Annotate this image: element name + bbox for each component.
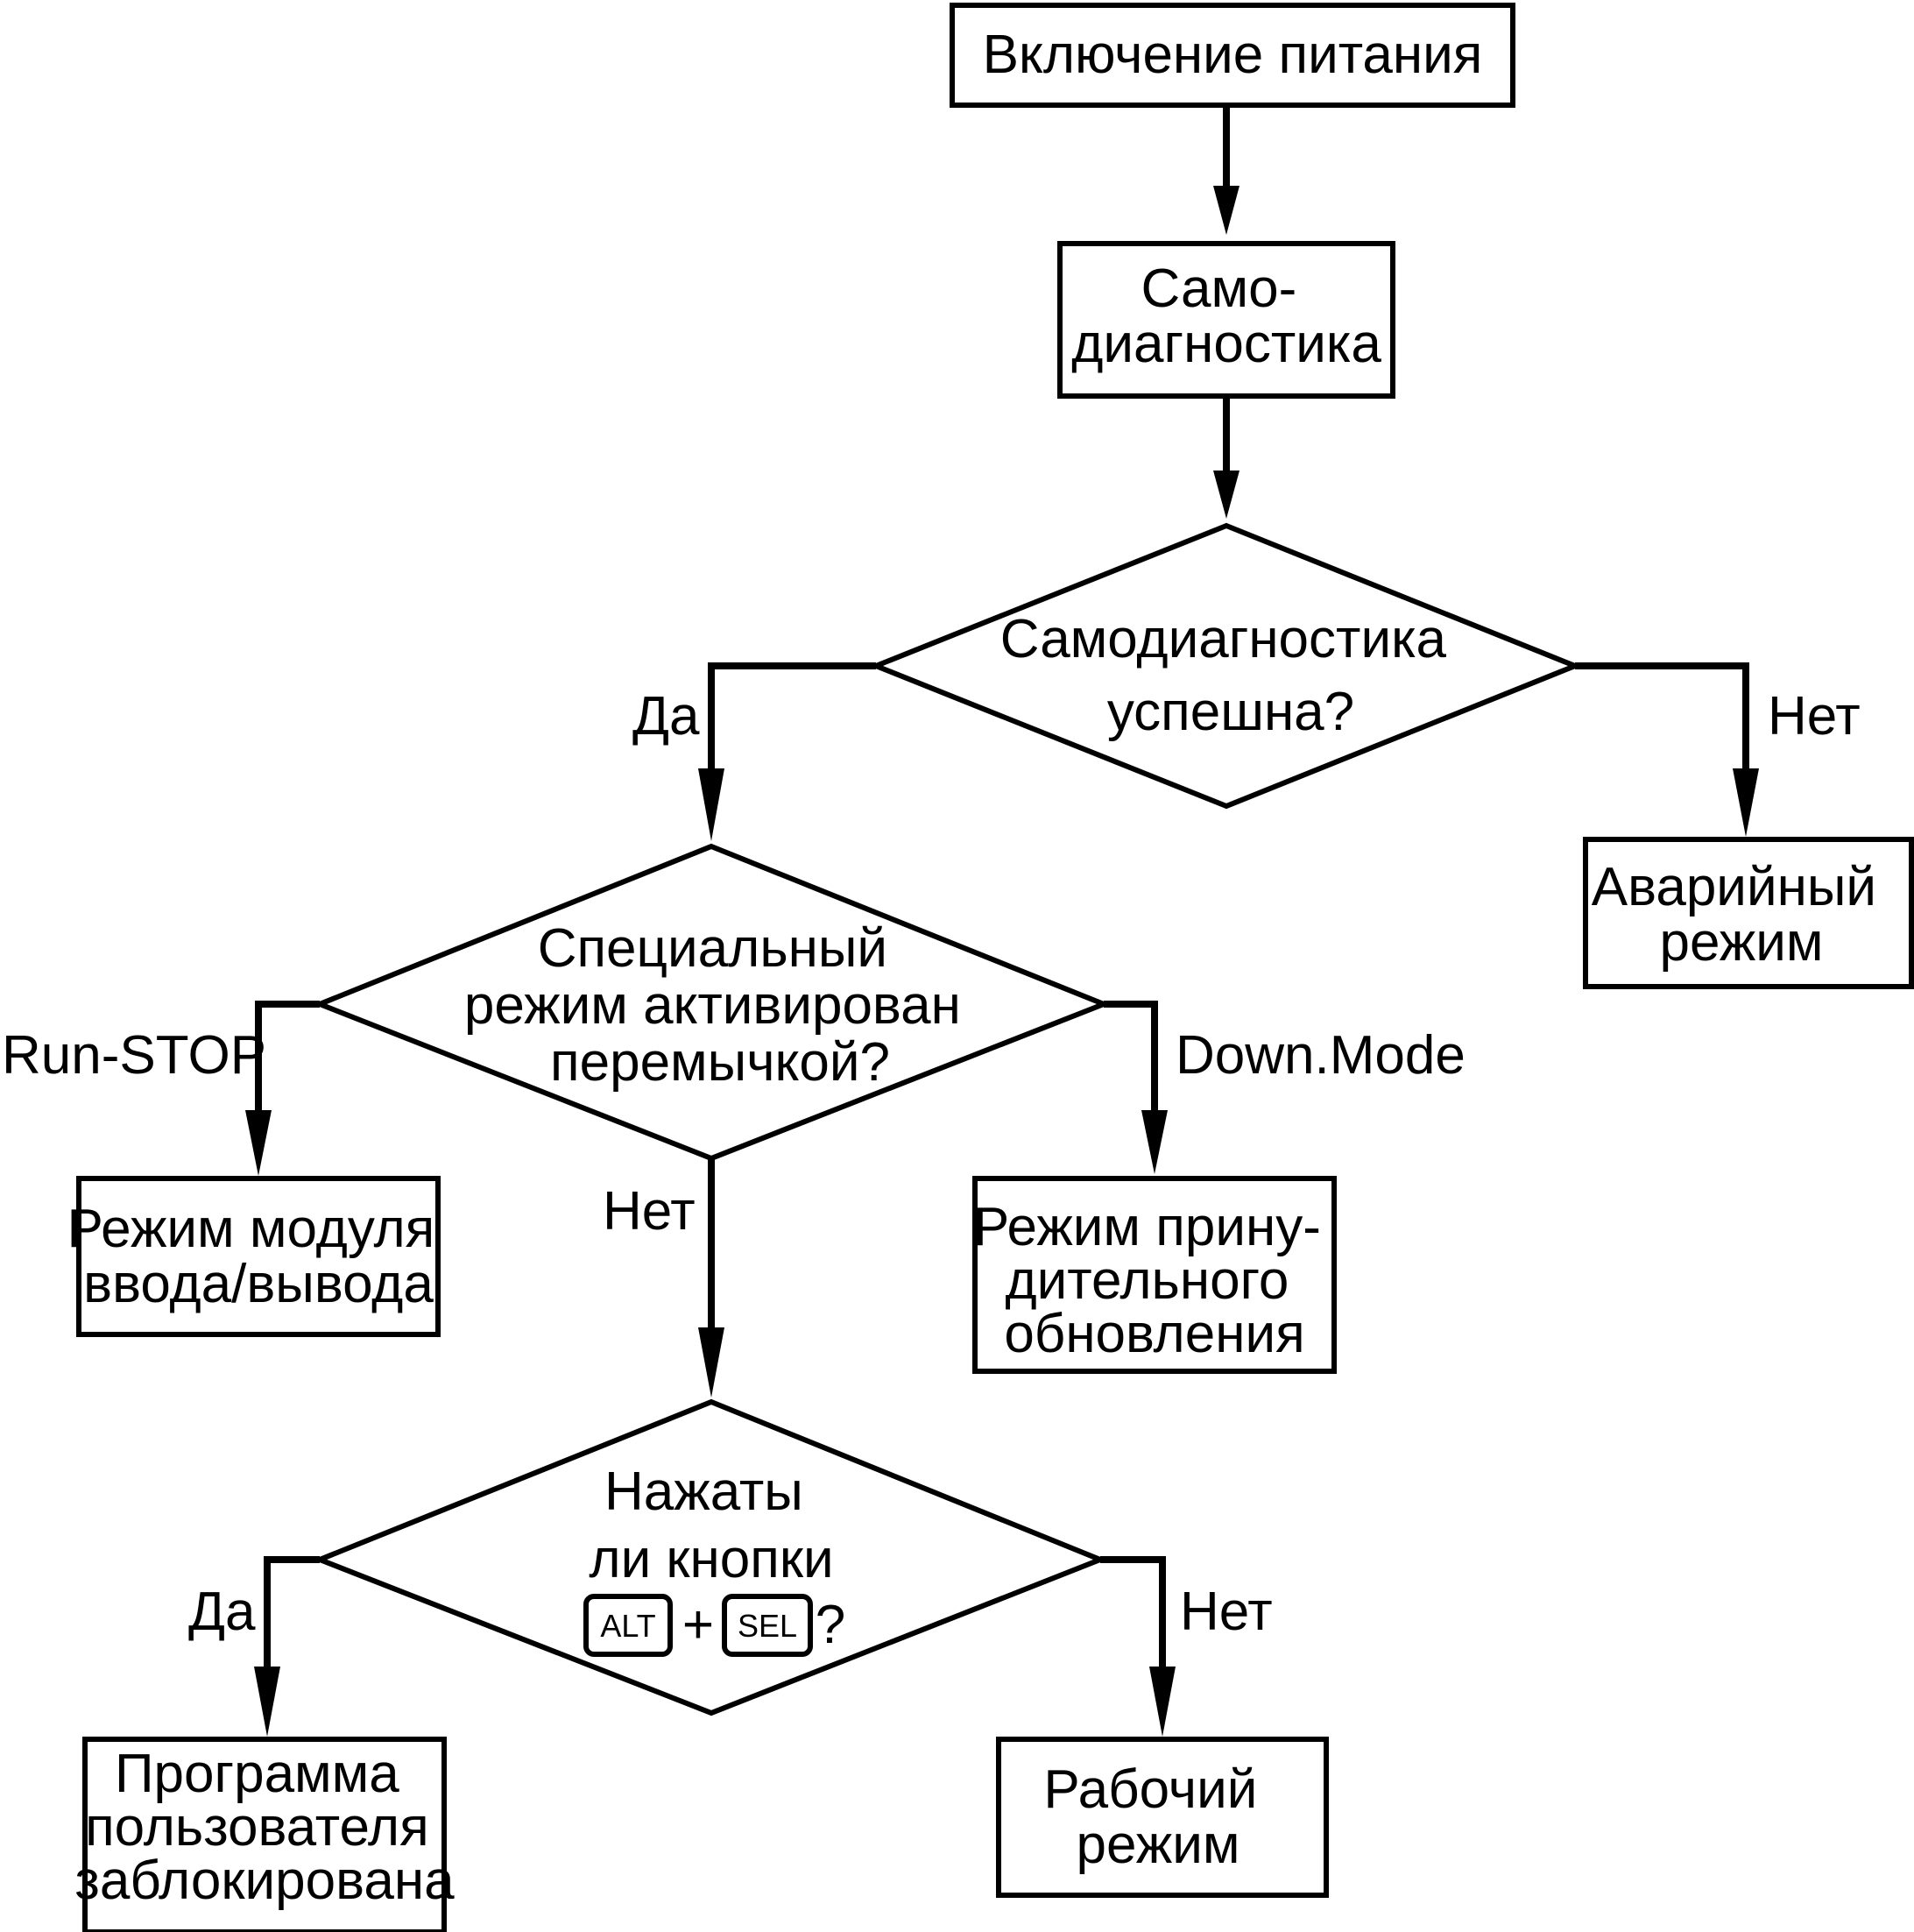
edge-label-yes: Да [632,686,700,747]
connectors [245,105,1759,1737]
edge-label-no: Нет [1768,686,1861,747]
arrow-yes-to-locked [264,1556,320,1669]
emergency-box [1583,837,1914,989]
edge-label-down-mode: Down.Mode [1176,1025,1466,1086]
arrowhead [254,1667,280,1737]
special-mode-decision [312,843,1112,1162]
arrowhead [1149,1667,1176,1737]
io-module-box [76,1176,441,1337]
arrowhead [698,1327,724,1398]
edge-label-keys-no: Нет [1180,1582,1273,1642]
arrow-yes-to-special [708,662,876,771]
arrowhead [698,768,724,841]
arrowhead [245,1110,272,1176]
arrowhead [1213,471,1240,519]
user-program-locked-label: Программа пользователя заблокирована [74,1744,455,1911]
io-module-line-2: ввода/вывода [83,1254,434,1314]
forced-update-label: Режим прину- дительного обновления [973,1197,1336,1364]
user-program-locked-line-3: заблокирована [74,1851,455,1911]
arrow-downmode-to-forced [1104,1001,1158,1113]
sel-key-frame [722,1594,813,1657]
work-mode-box [996,1737,1329,1898]
forced-update-line-2: дительного [1005,1250,1289,1311]
sel-key-icon: SEL [722,1594,813,1657]
power-on-label: Включение питания [983,25,1483,85]
forced-update-line-1: Режим прину- [973,1197,1321,1257]
self-test-ok-decision [868,522,1583,810]
self-test-line-2: диагностика [1071,314,1381,374]
plus-sign: + [682,1595,714,1655]
work-mode-line-1: Рабочий [1043,1759,1257,1820]
special-mode-line-2: режим активирован [464,975,961,1036]
work-mode-line-2: режим [1077,1815,1240,1875]
io-module-line-1: Режим модуля [67,1199,435,1259]
arrow-no-to-emergency [1575,662,1749,771]
forced-update-box [972,1176,1337,1374]
self-test-line-1: Само- [1141,258,1297,319]
emergency-line-1: Аварийный [1592,857,1876,917]
power-on-box [950,3,1515,108]
self-test-ok-line-2: успешна? [1107,682,1354,742]
user-program-locked-box [82,1737,447,1932]
edge-label-keys-yes: Да [188,1582,256,1642]
io-module-label: Режим модуля ввода/вывода [67,1199,450,1314]
self-test-box [1057,241,1395,399]
alt-key-frame [583,1594,673,1657]
arrow-runstop-to-io [255,1001,320,1113]
emergency-line-2: режим [1660,912,1824,973]
edge-label-run-stop: Run-STOP [2,1025,266,1086]
user-program-locked-line-1: Программа [115,1744,399,1804]
sel-key-label: SEL [738,1608,797,1644]
arrowhead [1733,768,1759,837]
special-mode-label: Специальный режим активирован перемычкой… [464,918,976,1093]
keys-pressed-label: Нажаты ли кнопки [589,1461,833,1589]
keys-pressed-line-1: Нажаты [604,1461,803,1522]
alt-key-label: ALT [600,1608,655,1644]
keys-pressed-line-2: ли кнопки [589,1529,833,1589]
special-mode-line-3: перемычкой? [550,1032,890,1093]
alt-key-icon: ALT [583,1594,673,1657]
emergency-label: Аварийный режим [1592,857,1892,973]
self-test-ok-line-1: Самодиагностика [1000,609,1447,669]
keys-pressed-decision [312,1398,1108,1716]
work-mode-label: Рабочий режим [1043,1759,1272,1875]
self-test-ok-label: Самодиагностика успешна? [1000,609,1462,742]
edge-label-special-no: Нет [603,1181,696,1242]
arrowhead [1141,1110,1168,1174]
special-mode-line-1: Специальный [538,918,887,979]
user-program-locked-line-2: пользователя [85,1797,429,1858]
forced-update-line-3: обновления [1004,1304,1304,1364]
arrowhead [1213,186,1240,235]
self-test-label: Само- диагностика [1071,258,1381,374]
arrow-no-to-work [1100,1556,1166,1669]
question-mark: ? [816,1595,845,1655]
